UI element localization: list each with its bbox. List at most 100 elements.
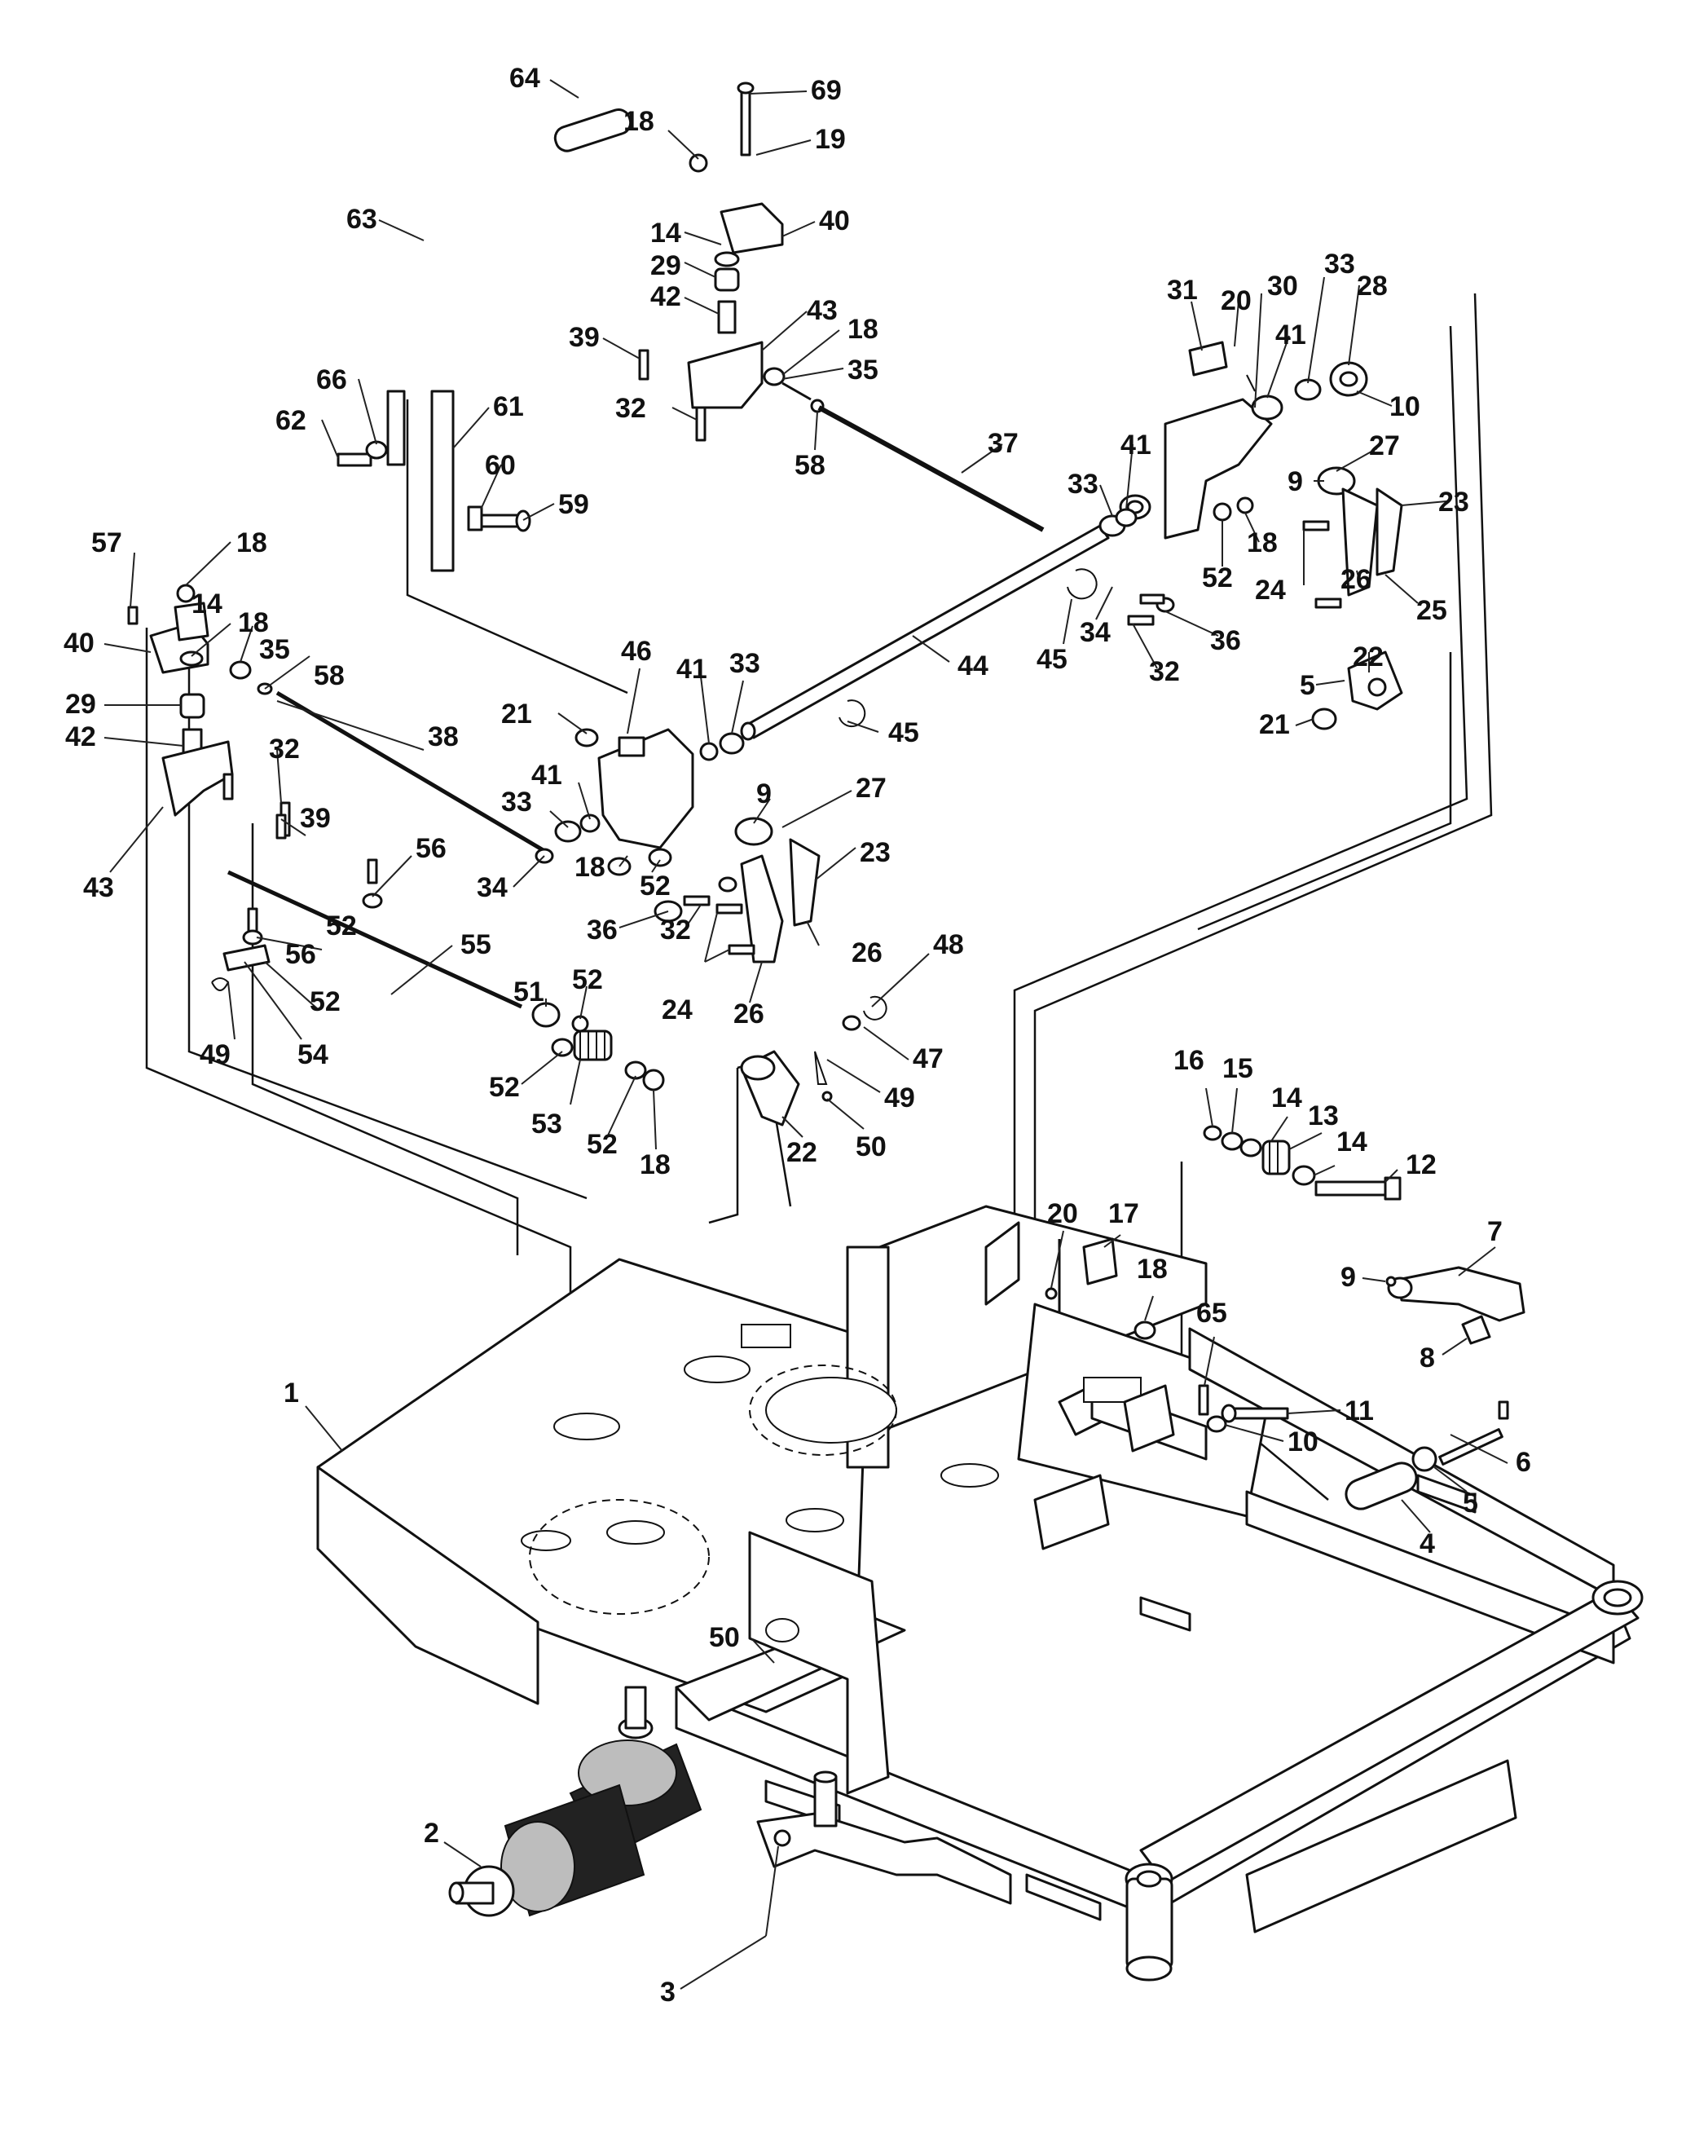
callout-8: 8 <box>1420 1343 1435 1373</box>
callout-40: 40 <box>819 205 850 236</box>
callout-17: 17 <box>1108 1198 1139 1229</box>
callout-69: 69 <box>811 75 842 106</box>
callout-43: 43 <box>807 295 838 326</box>
callout-35: 35 <box>259 634 290 665</box>
callout-38: 38 <box>428 721 459 752</box>
callout-31: 31 <box>1167 275 1198 306</box>
callout-20: 20 <box>1047 1198 1078 1229</box>
callout-52: 52 <box>326 910 357 941</box>
callout-12: 12 <box>1406 1149 1437 1180</box>
callout-18: 18 <box>640 1149 671 1180</box>
callout-63: 63 <box>346 204 377 235</box>
callout-41: 41 <box>1120 430 1151 461</box>
callout-35: 35 <box>847 355 878 386</box>
callout-29: 29 <box>650 250 681 281</box>
callout-13: 13 <box>1308 1100 1339 1131</box>
callout-48: 48 <box>933 929 964 960</box>
callout-27: 27 <box>1369 430 1400 461</box>
callout-52: 52 <box>587 1129 618 1160</box>
callout-33: 33 <box>501 787 532 818</box>
callout-33: 33 <box>1068 469 1098 500</box>
callout-16: 16 <box>1173 1045 1204 1076</box>
callout-18: 18 <box>236 527 267 558</box>
callout-42: 42 <box>650 281 681 312</box>
callout-19: 19 <box>815 124 846 155</box>
callout-47: 47 <box>913 1043 944 1074</box>
callout-45: 45 <box>888 717 919 748</box>
callout-56: 56 <box>285 939 316 970</box>
callout-36: 36 <box>587 915 618 946</box>
callout-24: 24 <box>1255 575 1286 606</box>
callout-37: 37 <box>988 428 1019 459</box>
callout-62: 62 <box>275 405 306 436</box>
callout-51: 51 <box>513 977 544 1007</box>
callout-26: 26 <box>733 999 764 1030</box>
callout-18: 18 <box>238 607 269 638</box>
callout-20: 20 <box>1221 285 1252 316</box>
callout-49: 49 <box>200 1039 231 1070</box>
callout-18: 18 <box>623 106 654 137</box>
callout-58: 58 <box>795 450 825 481</box>
callout-33: 33 <box>1324 249 1355 280</box>
callout-56: 56 <box>416 833 447 864</box>
callout-10: 10 <box>1288 1426 1318 1457</box>
callout-1: 1 <box>284 1378 299 1409</box>
callout-26: 26 <box>1340 564 1371 595</box>
callout-66: 66 <box>316 364 347 395</box>
callout-21: 21 <box>1259 709 1290 740</box>
callout-32: 32 <box>660 915 691 946</box>
callout-39: 39 <box>300 803 331 834</box>
callout-40: 40 <box>64 628 95 659</box>
callout-33: 33 <box>729 648 760 679</box>
callout-14: 14 <box>1271 1082 1302 1113</box>
callout-23: 23 <box>1438 487 1469 518</box>
callout-11: 11 <box>1345 1395 1374 1426</box>
callout-50: 50 <box>856 1131 887 1162</box>
callout-52: 52 <box>572 964 603 995</box>
bracket-plate <box>756 1770 1012 1905</box>
callout-2: 2 <box>424 1818 439 1849</box>
callout-27: 27 <box>856 773 887 804</box>
callout-41: 41 <box>531 760 562 791</box>
callout-30: 30 <box>1267 271 1298 302</box>
callout-4: 4 <box>1420 1528 1435 1559</box>
callout-45: 45 <box>1037 644 1068 675</box>
callout-18: 18 <box>1137 1254 1168 1285</box>
callout-43: 43 <box>83 872 114 903</box>
callout-53: 53 <box>531 1109 562 1140</box>
callout-18: 18 <box>847 314 878 345</box>
right-control-assembly <box>1067 341 1403 730</box>
callout-52: 52 <box>1202 562 1233 593</box>
callout-32: 32 <box>1149 656 1180 687</box>
callout-61: 61 <box>493 391 524 422</box>
callout-34: 34 <box>1080 617 1111 648</box>
callout-14: 14 <box>650 218 681 249</box>
callout-44: 44 <box>957 650 988 681</box>
callout-5: 5 <box>1463 1488 1478 1519</box>
callout-42: 42 <box>65 721 96 752</box>
callout-52: 52 <box>640 871 671 902</box>
callout-52: 52 <box>310 986 341 1017</box>
callout-14: 14 <box>191 589 222 619</box>
callout-5: 5 <box>1300 670 1315 701</box>
callout-46: 46 <box>621 636 652 667</box>
callout-25: 25 <box>1416 595 1447 626</box>
callout-39: 39 <box>569 322 600 353</box>
left-control-assembly <box>337 82 1110 741</box>
callout-18: 18 <box>574 852 605 883</box>
callout-21: 21 <box>501 699 532 730</box>
callout-65: 65 <box>1196 1298 1227 1329</box>
callout-6: 6 <box>1516 1447 1531 1478</box>
callout-41: 41 <box>1275 320 1306 351</box>
callout-60: 60 <box>485 450 516 481</box>
callout-64: 64 <box>509 63 540 94</box>
leader-lines <box>103 79 1508 1990</box>
callout-24: 24 <box>662 994 693 1025</box>
callout-59: 59 <box>558 489 589 520</box>
callout-29: 29 <box>65 689 96 720</box>
transaxle <box>448 1686 702 1917</box>
callout-9: 9 <box>756 778 772 809</box>
callout-50: 50 <box>709 1622 740 1653</box>
callout-55: 55 <box>460 929 491 960</box>
